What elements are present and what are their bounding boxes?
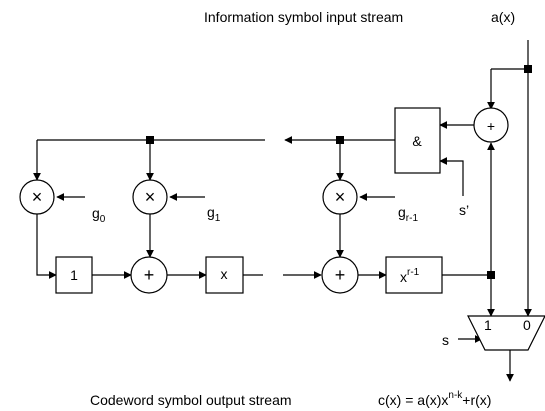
adder-1 bbox=[130, 256, 168, 294]
bus-junction-r1 bbox=[336, 136, 344, 144]
g1-label: g1 bbox=[207, 204, 221, 224]
feedback-junction bbox=[487, 271, 495, 279]
bus-junction-1 bbox=[146, 136, 154, 144]
feedback-adder bbox=[473, 107, 509, 143]
register-xr1 bbox=[385, 256, 443, 294]
multiplexer bbox=[467, 315, 545, 351]
mult0-to-reg1-wire bbox=[36, 214, 57, 279]
multiplier-g1-symbol: × bbox=[145, 187, 156, 207]
mux-select-label: s bbox=[442, 332, 449, 348]
multiplier-g1 bbox=[132, 179, 168, 215]
gr1-label: gr-1 bbox=[398, 204, 418, 224]
input-symbol-label: a(x) bbox=[491, 9, 515, 25]
and-gate bbox=[394, 107, 441, 174]
multiplier-g0 bbox=[19, 179, 55, 215]
input-stream-label: Information symbol input stream bbox=[204, 9, 403, 25]
s-prime-wire bbox=[439, 157, 464, 196]
register-1-label: 1 bbox=[70, 267, 78, 283]
register-xr1-label: xr-1 bbox=[400, 267, 420, 285]
register-1 bbox=[55, 256, 93, 294]
mux-input-1-label: 1 bbox=[484, 317, 492, 333]
adder-1-symbol: + bbox=[144, 265, 155, 285]
input-junction bbox=[524, 65, 532, 73]
multiplier-gr1 bbox=[322, 179, 358, 215]
mux-input-0-label: 0 bbox=[523, 317, 531, 333]
register-x bbox=[205, 256, 244, 294]
s-prime-label: s’ bbox=[459, 202, 469, 218]
multiplier-g0-symbol: × bbox=[32, 187, 43, 207]
register-x-label: x bbox=[221, 266, 228, 282]
output-formula: c(x) = a(x)xn-k+r(x) bbox=[378, 390, 491, 408]
feedback-adder-symbol: + bbox=[487, 118, 495, 134]
multiplier-gr1-symbol: × bbox=[335, 187, 346, 207]
output-stream-label: Codeword symbol output stream bbox=[90, 392, 292, 408]
adder-r1 bbox=[321, 256, 359, 294]
g0-label: g0 bbox=[92, 205, 106, 225]
adder-r1-symbol: + bbox=[335, 265, 346, 285]
and-gate-symbol: & bbox=[412, 133, 422, 149]
